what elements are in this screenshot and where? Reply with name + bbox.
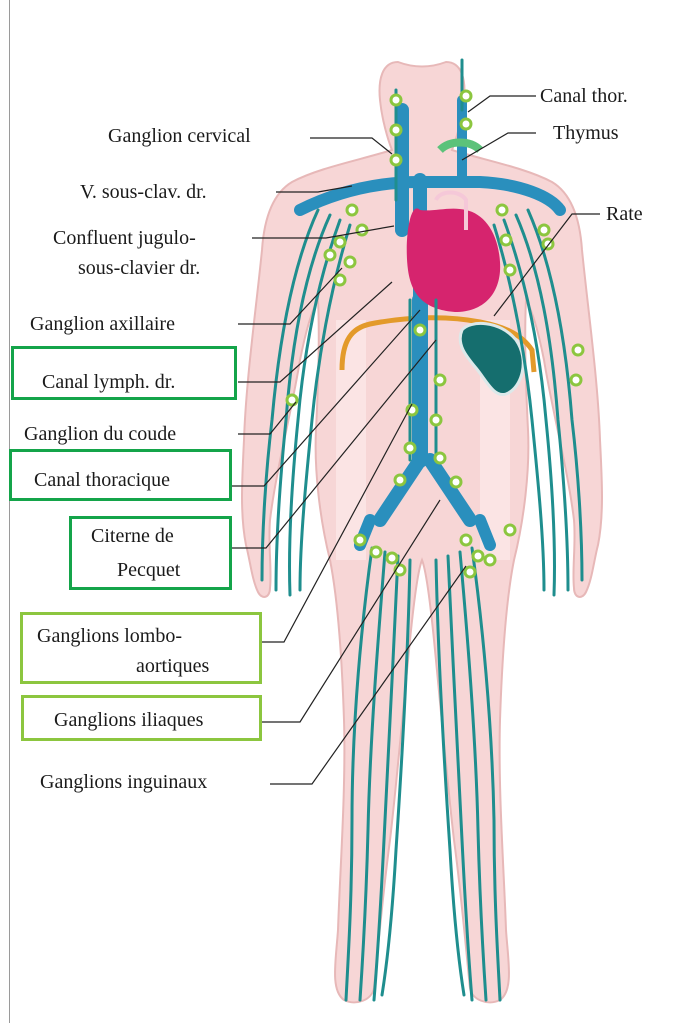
label-ganglion-cervical: Ganglion cervical <box>108 124 251 148</box>
label-v-sous-clav: V. sous-clav. dr. <box>80 180 207 204</box>
label-lombo-line1: Ganglions lombo- <box>37 624 182 648</box>
label-canal-thoracique: Canal thoracique <box>34 468 170 492</box>
label-citerne-line2: Pecquet <box>117 558 180 582</box>
label-lombo-line2: aortiques <box>136 654 209 678</box>
label-ganglion-axillaire: Ganglion axillaire <box>30 312 175 336</box>
label-ganglions-iliaques: Ganglions iliaques <box>54 708 203 732</box>
label-canal-lymph: Canal lymph. dr. <box>42 370 175 394</box>
label-rate: Rate <box>606 202 643 226</box>
label-confluent-line1: Confluent jugulo- <box>53 226 196 250</box>
label-citerne-line1: Citerne de <box>91 524 174 548</box>
label-ganglion-coude: Ganglion du coude <box>24 422 176 446</box>
label-confluent-line2: sous-clavier dr. <box>78 256 200 280</box>
label-canal-thor: Canal thor. <box>540 84 628 108</box>
label-ganglions-inguinaux: Ganglions inguinaux <box>40 770 207 794</box>
label-thymus: Thymus <box>553 121 619 145</box>
